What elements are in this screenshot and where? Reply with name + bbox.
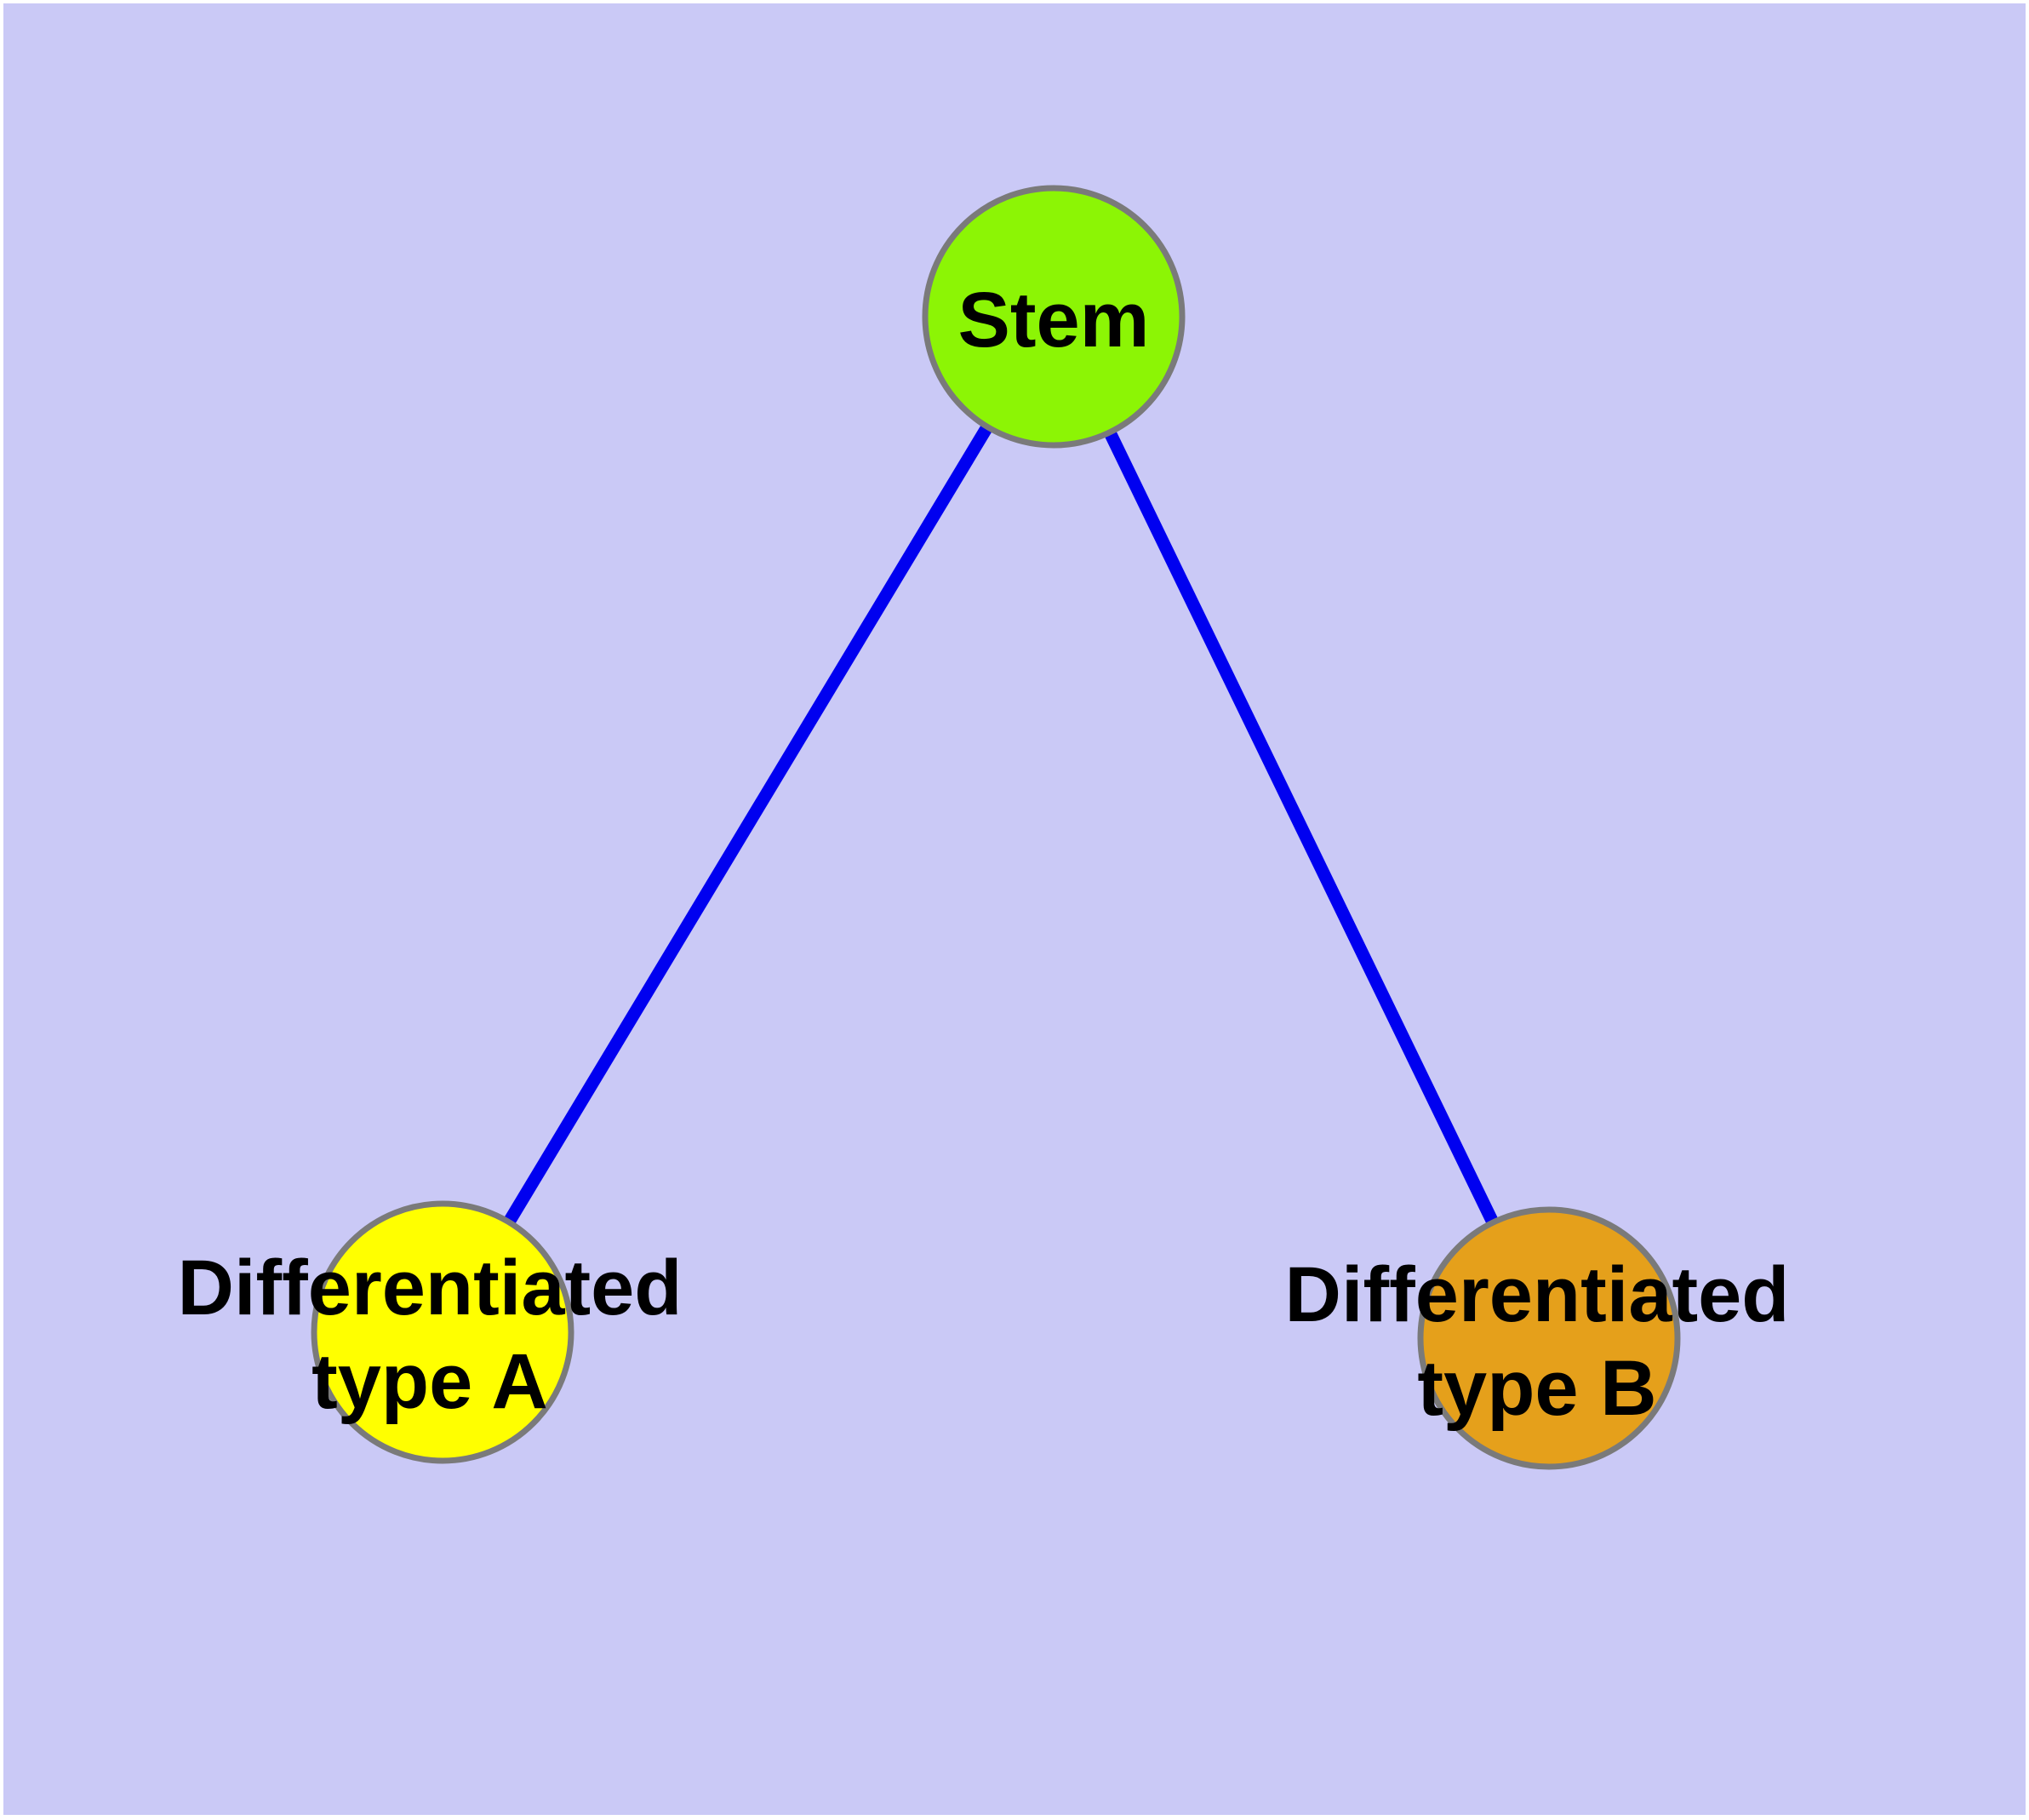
edge-stem-to-type-a <box>437 313 1060 1336</box>
node-type-b-label-line1: Differentiated <box>1284 1251 1790 1338</box>
node-type-a-label-line1: Differentiated <box>177 1245 683 1331</box>
edge-stem-to-type-b <box>1048 313 1555 1342</box>
node-stem-circle <box>922 185 1186 449</box>
node-type-a-label: Differentiated type A <box>178 1241 683 1428</box>
node-type-b-label: Differentiated type B <box>1285 1248 1790 1435</box>
node-stem-label: Stem <box>957 277 1150 363</box>
node-type-a-circle <box>311 1200 574 1464</box>
node-type-b-circle <box>1417 1206 1681 1470</box>
node-type-a-label-line2: type A <box>311 1338 548 1425</box>
node-type-b-label-line2: type B <box>1417 1345 1657 1432</box>
